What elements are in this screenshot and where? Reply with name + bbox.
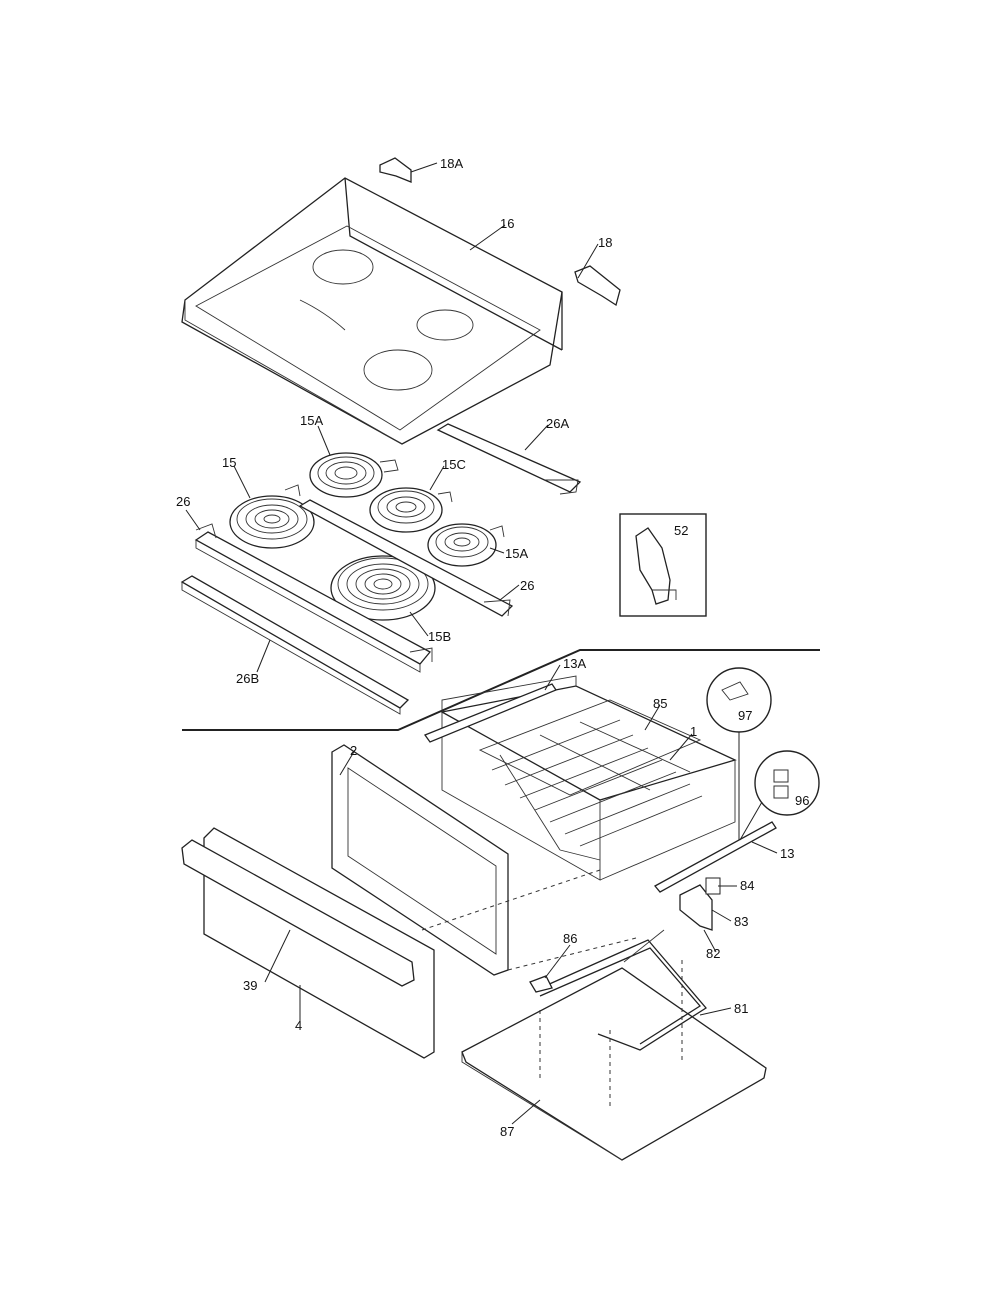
surface-element-15b (330, 555, 436, 621)
callout-86: 86 (563, 931, 577, 946)
callout-15b: 15B (428, 629, 451, 644)
surface-element-15 (229, 484, 315, 549)
callout-15a-right: 15A (505, 546, 528, 561)
callout-2: 2 (350, 743, 357, 758)
callout-26b: 26B (236, 671, 259, 686)
callout-13: 13 (780, 846, 794, 861)
rail-13-part (653, 821, 777, 893)
callout-1: 1 (690, 724, 697, 739)
bottom-panel-part (461, 967, 767, 1161)
cooktop-glass-part (181, 177, 563, 445)
callout-18: 18 (598, 235, 612, 250)
callout-39: 39 (243, 978, 257, 993)
surface-element-15a-top (309, 452, 399, 498)
bracket-26b-part (180, 575, 410, 715)
callout-15c: 15C (442, 457, 466, 472)
drawer-front-part (181, 827, 435, 1059)
callout-85: 85 (653, 696, 667, 711)
bracket-82-83-84 (679, 877, 721, 931)
leader-lines (185, 162, 778, 1125)
callout-26a: 26A (546, 416, 569, 431)
support-bracket-26-rear (298, 499, 514, 617)
support-bracket-26-front (194, 523, 433, 673)
callout-15a-top: 15A (300, 413, 323, 428)
bracket-26a-part (436, 423, 582, 495)
section-divider-line (182, 649, 820, 731)
bake-element-81 (535, 929, 707, 1051)
callout-26-right: 26 (520, 578, 534, 593)
callout-15: 15 (222, 455, 236, 470)
surface-element-15a-right (427, 523, 505, 567)
callout-82: 82 (706, 946, 720, 961)
drawer-body-part (440, 675, 737, 881)
assembly-guides (421, 869, 683, 1110)
callout-16: 16 (500, 216, 514, 231)
callout-87: 87 (500, 1124, 514, 1139)
callout-18a: 18A (440, 156, 463, 171)
inset-circle-96 (739, 750, 820, 841)
callout-labels: 18A 16 18 15A 26A 15 15C 26 15A 52 26 15… (176, 156, 809, 1139)
callout-4: 4 (295, 1018, 302, 1033)
surface-element-15c (369, 487, 453, 533)
callout-96: 96 (795, 793, 809, 808)
clip-86 (529, 975, 553, 993)
rail-13a-part (423, 683, 557, 743)
inset-circle-97 (706, 667, 772, 840)
bracket-18-part (574, 265, 621, 307)
callout-84: 84 (740, 878, 754, 893)
callout-52: 52 (674, 523, 688, 538)
callout-26-left: 26 (176, 494, 190, 509)
callout-83: 83 (734, 914, 748, 929)
callout-97: 97 (738, 708, 752, 723)
callout-81: 81 (734, 1001, 748, 1016)
callout-13a: 13A (563, 656, 586, 671)
bracket-18a-part (379, 157, 412, 183)
inset-box-52 (619, 513, 707, 617)
